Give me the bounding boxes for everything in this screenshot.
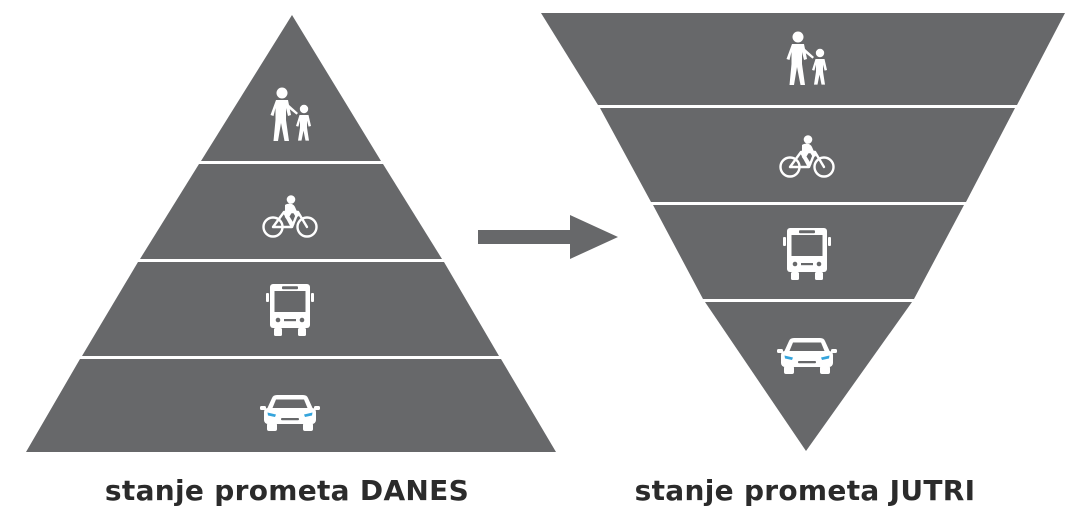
pyramid-tomorrow-level-car	[705, 302, 912, 451]
arrow-right-icon	[478, 215, 618, 259]
pyramid-tomorrow	[541, 13, 1065, 451]
caption-tomorrow: stanje prometa JUTRI	[634, 474, 976, 507]
caption-today: stanje prometa DANES	[104, 474, 470, 507]
pyramid-today	[26, 15, 556, 452]
pyramid-tomorrow-level-pedestrian	[541, 13, 1065, 105]
pyramid-today-level-pedestrian	[201, 15, 381, 161]
pyramid-tomorrow-level-cyclist	[600, 108, 1015, 202]
